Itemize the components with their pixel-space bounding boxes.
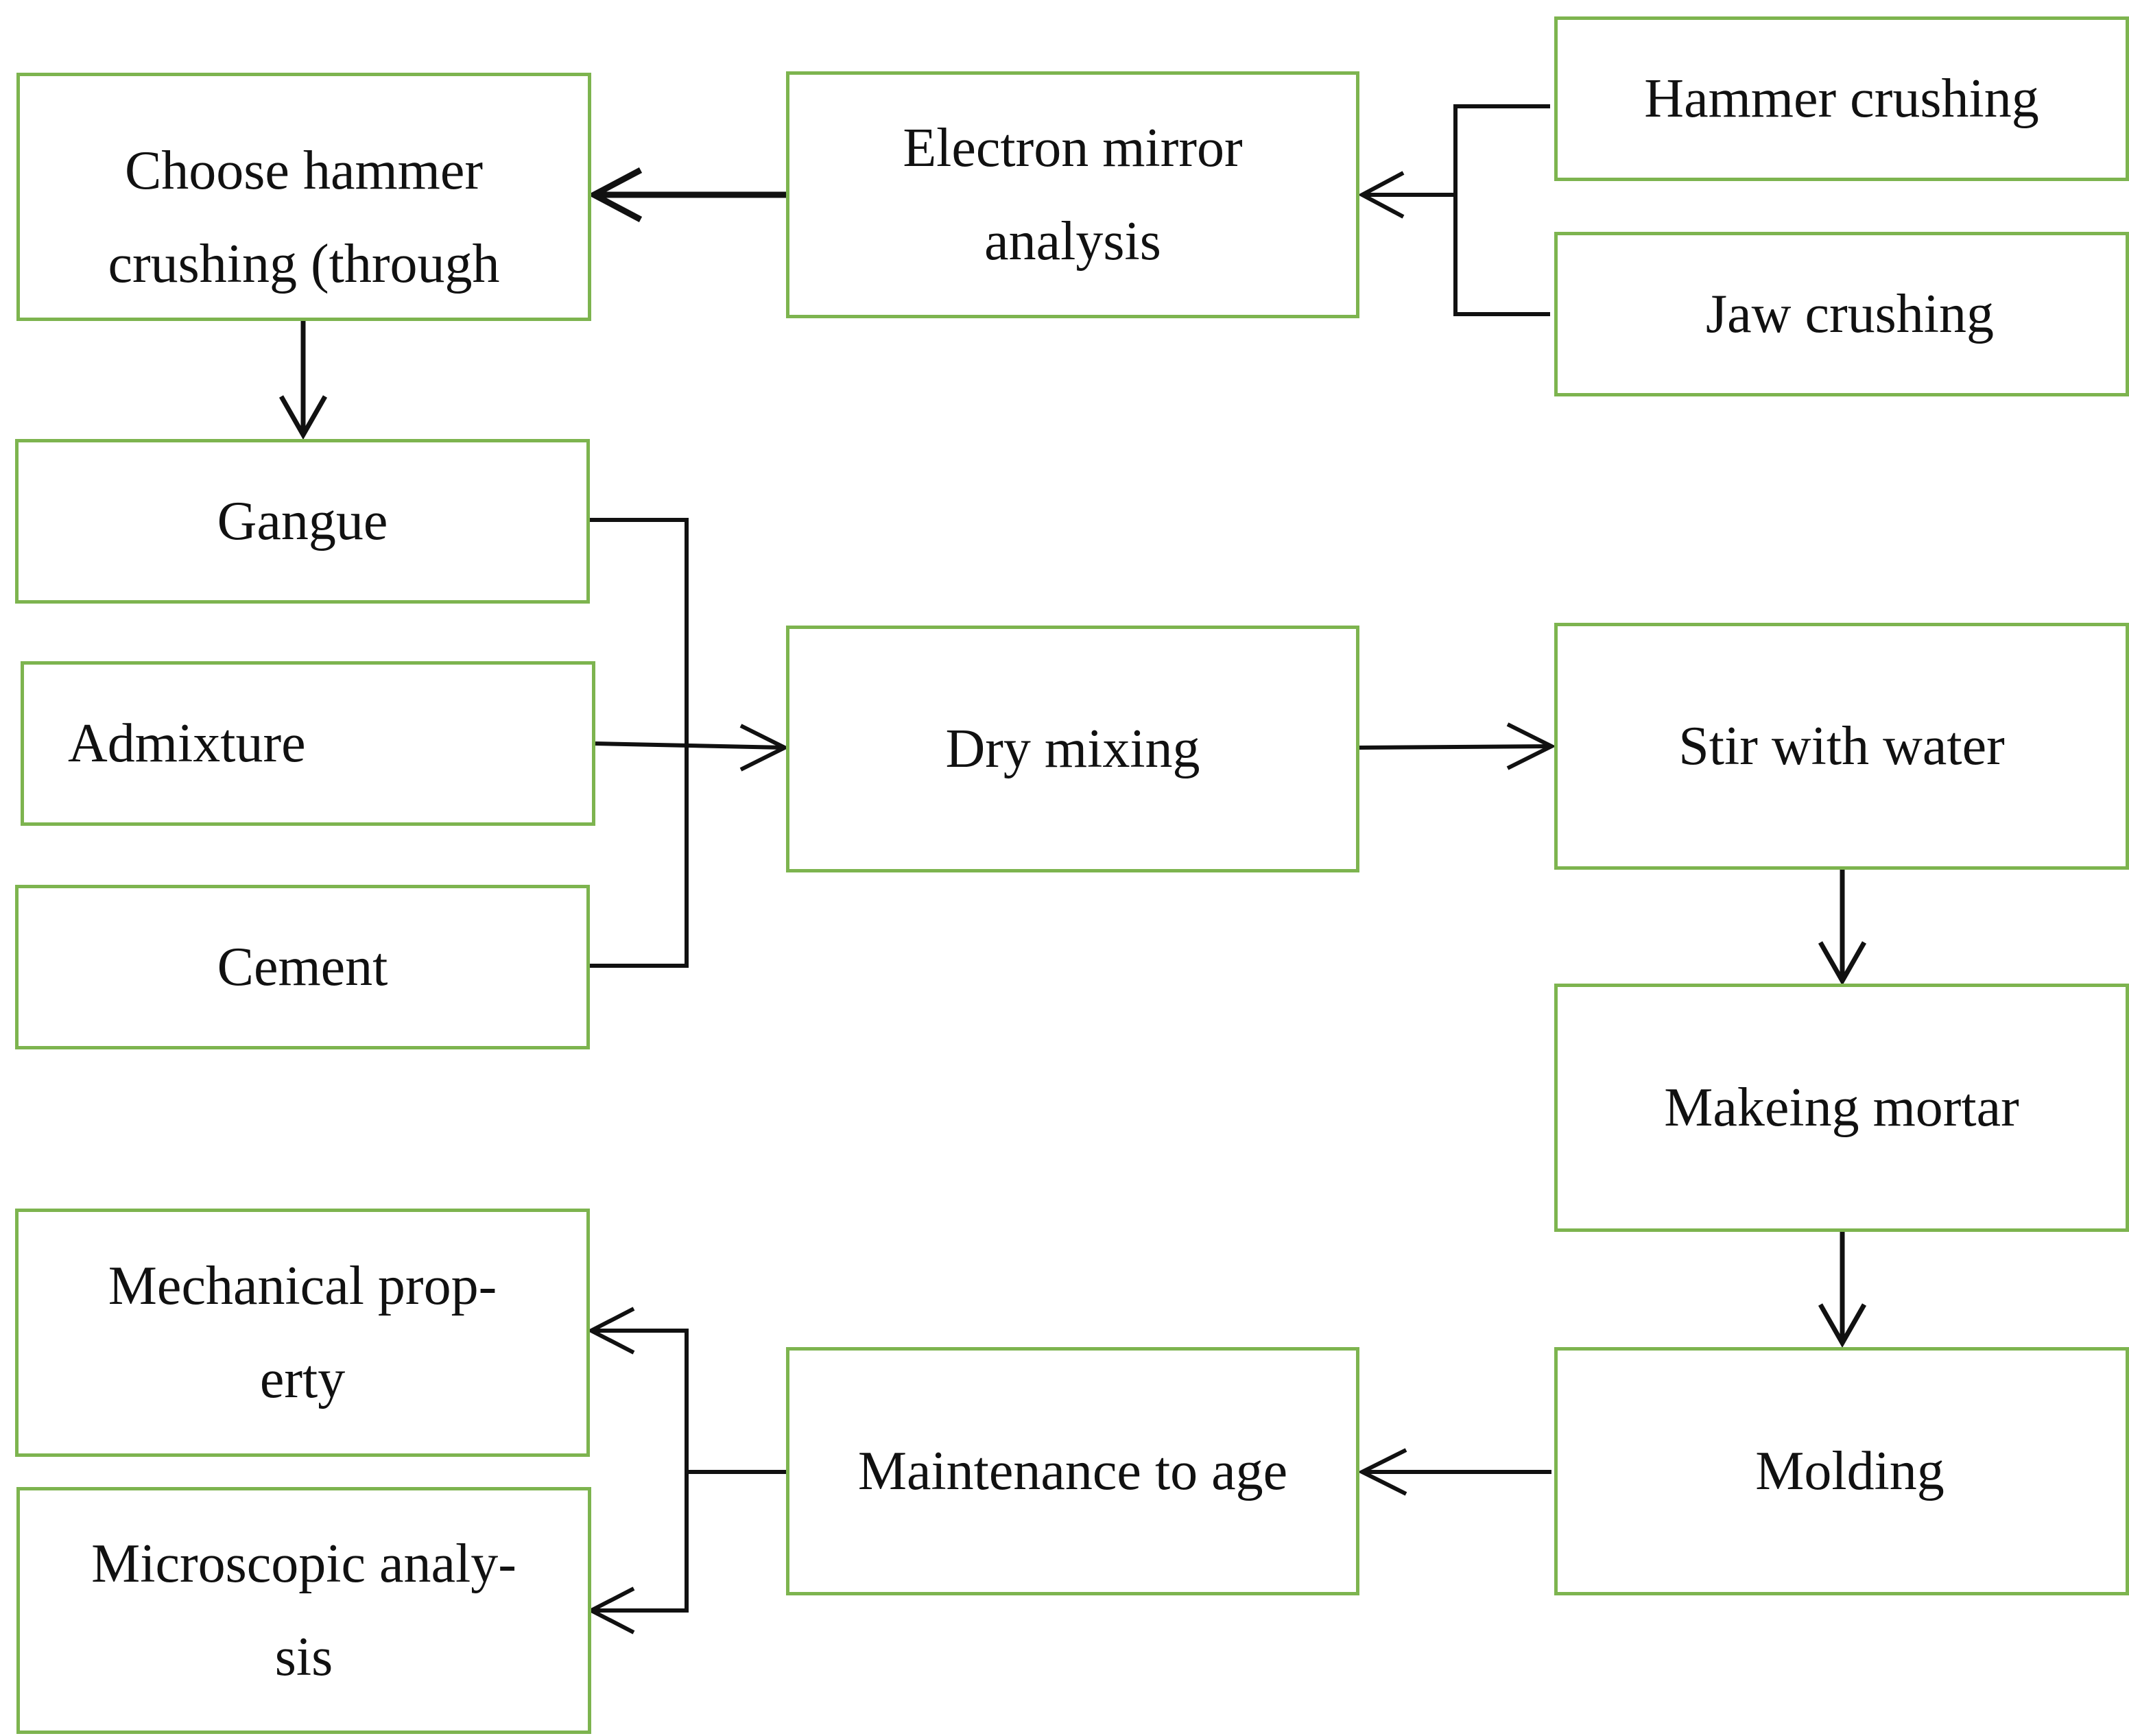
arrowhead-stir-water [1506, 722, 1556, 770]
label-admixture: Admixture [68, 713, 306, 774]
arrowhead-electron-mirror [1357, 171, 1405, 219]
box-making-mortar: Makeing mortar [1554, 984, 2129, 1232]
label-mechanical-property: Mechanical prop- erty [108, 1256, 497, 1410]
box-maintenance-to-age: Maintenance to age [786, 1347, 1359, 1595]
box-cement: Cement [15, 885, 590, 1049]
label-making-mortar: Makeing mortar [1664, 1078, 2019, 1138]
box-choose-hammer-crushing: Choose hammer crushing (through [16, 73, 591, 321]
connector-admixture-to-dry-mixing [595, 741, 785, 750]
arrowhead-mechanical [586, 1307, 635, 1355]
arrowhead-microscopic [586, 1586, 635, 1634]
arrowhead-dry-mixing [739, 724, 789, 772]
arrowhead-gangue [278, 395, 328, 440]
box-hammer-crushing: Hammer crushing [1554, 16, 2129, 181]
label-jaw-crushing: Jaw crushing [1706, 284, 1994, 344]
label-gangue: Gangue [217, 491, 388, 551]
arrowhead-choose-hammer [587, 167, 643, 222]
box-jaw-crushing: Jaw crushing [1554, 232, 2129, 396]
box-admixture: Admixture [21, 661, 595, 826]
label-microscopic-analysis: Microscopic analy- sis [91, 1534, 516, 1687]
connector-to-stir-water [1359, 744, 1552, 750]
arrowhead-maintenance [1357, 1448, 1407, 1496]
connector-gangue-cement-bracket [588, 518, 689, 968]
label-electron-mirror-analysis: Electron mirror analysis [903, 118, 1243, 272]
box-mechanical-property: Mechanical prop- erty [15, 1209, 590, 1457]
label-choose-hammer-crushing: Choose hammer crushing (through [108, 141, 500, 294]
label-hammer-crushing: Hammer crushing [1644, 69, 2039, 129]
connector-output-bracket [591, 1329, 689, 1613]
box-electron-mirror-analysis: Electron mirror analysis [786, 71, 1359, 318]
arrowhead-molding [1818, 1303, 1867, 1348]
label-cement: Cement [217, 937, 388, 997]
box-microscopic-analysis: Microscopic analy- sis [16, 1487, 591, 1734]
box-molding: Molding [1554, 1347, 2129, 1595]
box-dry-mixing: Dry mixing [786, 626, 1359, 872]
arrowhead-making-mortar [1818, 941, 1867, 986]
label-dry-mixing: Dry mixing [945, 719, 1200, 779]
box-stir-with-water: Stir with water [1554, 623, 2129, 870]
label-molding: Molding [1755, 1441, 1944, 1501]
label-stir-with-water: Stir with water [1678, 716, 2005, 776]
label-maintenance-to-age: Maintenance to age [857, 1441, 1288, 1501]
box-gangue: Gangue [15, 439, 590, 604]
connector-hammer-jaw-bracket [1453, 104, 1550, 316]
